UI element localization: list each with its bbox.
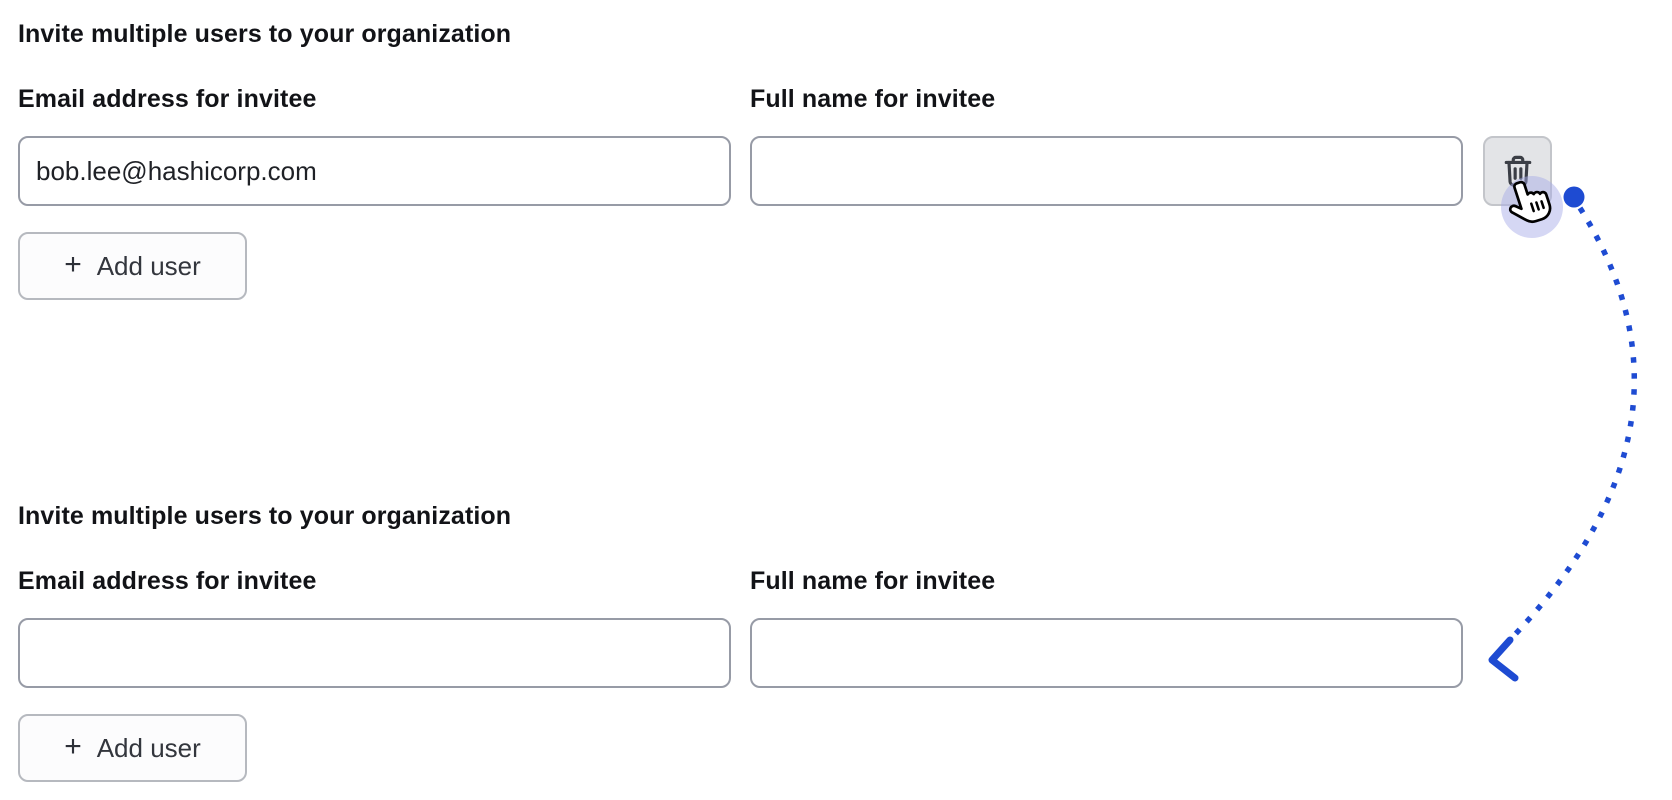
add-user-button-label: Add user (96, 732, 201, 763)
full-name-label: Full name for invitee (750, 85, 996, 113)
invitee-row (18, 136, 1578, 206)
full-name-input[interactable] (750, 618, 1463, 688)
invitee-row (18, 618, 1578, 688)
field-labels-row: Email address for invitee Full name for … (18, 567, 1578, 596)
plus-icon: + (64, 730, 82, 763)
delete-row-button[interactable] (1483, 136, 1552, 206)
add-user-button-label: Add user (96, 250, 201, 281)
add-user-button[interactable]: + Add user (18, 232, 247, 300)
full-name-label: Full name for invitee (750, 567, 996, 595)
email-input[interactable] (18, 136, 731, 206)
full-name-input[interactable] (750, 136, 1463, 206)
field-labels-row: Email address for invitee Full name for … (18, 85, 1578, 114)
email-input[interactable] (18, 618, 731, 688)
invite-form-before: Invite multiple users to your organizati… (18, 20, 1578, 300)
page-title: Invite multiple users to your organizati… (18, 20, 512, 48)
email-label: Email address for invitee (18, 567, 317, 595)
trash-icon (1499, 152, 1537, 190)
add-user-button[interactable]: + Add user (18, 714, 247, 782)
plus-icon: + (64, 248, 82, 281)
invite-form-after: Invite multiple users to your organizati… (18, 502, 1578, 782)
page-title: Invite multiple users to your organizati… (18, 502, 512, 530)
email-label: Email address for invitee (18, 85, 317, 113)
